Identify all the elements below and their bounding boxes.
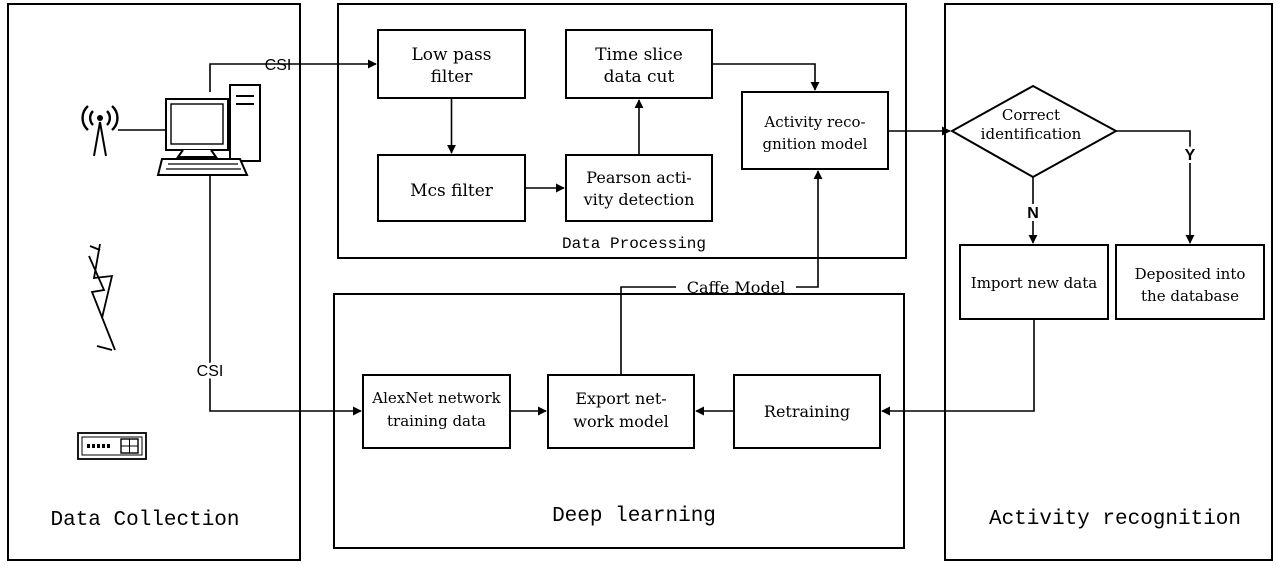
node-time-slice-data-cut: Time slice data cut: [565, 29, 713, 99]
svg-text:Activity reco-: Activity reco-: [763, 113, 865, 131]
panel-title-data-collection: Data Collection: [50, 509, 239, 532]
node-retraining: Retraining: [733, 374, 881, 449]
svg-text:Pearson acti-: Pearson acti-: [586, 168, 691, 187]
panel-data-collection: [7, 3, 301, 561]
panel-activity-recognition: [944, 3, 1273, 561]
panel-title-deep-learning: Deep learning: [552, 505, 716, 528]
panel-deep-learning: [333, 293, 905, 549]
svg-text:Correct: Correct: [1002, 106, 1060, 124]
svg-text:filter: filter: [431, 67, 474, 87]
svg-text:Time slice: Time slice: [595, 45, 683, 65]
svg-text:vity detection: vity detection: [583, 190, 695, 209]
svg-text:Low pass: Low pass: [412, 45, 492, 65]
node-deposited-into-database: Deposited into the database: [1115, 244, 1265, 320]
svg-text:Deposited into: Deposited into: [1135, 265, 1246, 283]
node-alexnet-training-data: AlexNet network training data: [362, 374, 511, 449]
node-activity-recognition-model: Activity reco- gnition model: [741, 91, 889, 170]
svg-text:the database: the database: [1141, 287, 1239, 305]
svg-text:gnition model: gnition model: [763, 135, 868, 153]
edge-label-caffe-model: Caffe Model: [687, 278, 786, 297]
panel-title-activity-recognition: Activity recognition: [989, 508, 1241, 531]
edge-label-no: N: [1027, 205, 1039, 222]
svg-text:Retraining: Retraining: [764, 402, 850, 421]
edge-import-to-retraining: [881, 319, 1035, 416]
node-low-pass-filter: Low pass filter: [377, 29, 526, 99]
svg-text:Export net-: Export net-: [575, 389, 666, 408]
node-correct-identification: Correct identification: [949, 84, 1119, 179]
lightning-icon: [88, 243, 116, 351]
svg-text:data cut: data cut: [604, 67, 675, 87]
edge-label-yes: Y: [1185, 147, 1196, 164]
edge-label-csi-top: CSI: [265, 57, 292, 74]
svg-text:training data: training data: [387, 412, 486, 430]
node-pearson-activity-detection: Pearson acti- vity detection: [565, 154, 713, 222]
svg-text:work model: work model: [573, 412, 668, 431]
node-export-network-model: Export net- work model: [547, 374, 695, 449]
svg-text:AlexNet network: AlexNet network: [371, 389, 501, 407]
computer-icon: [156, 84, 261, 176]
edge-computer-to-low-pass: [209, 59, 377, 92]
antenna-icon: [81, 105, 119, 157]
svg-text:Import new data: Import new data: [971, 274, 1097, 292]
edge-caffe-model-to-activity-model: [796, 170, 823, 288]
svg-text:Mcs filter: Mcs filter: [410, 181, 494, 201]
edge-computer-to-alexnet: [209, 176, 362, 416]
edge-label-csi-bottom: CSI: [197, 363, 224, 380]
edge-export-to-caffe-model: [620, 286, 676, 375]
edge-time-slice-to-activity-model: [712, 63, 820, 91]
router-icon: [77, 432, 147, 460]
node-mcs-filter: Mcs filter: [377, 154, 526, 222]
panel-title-data-processing: Data Processing: [562, 235, 706, 253]
svg-text:identification: identification: [981, 125, 1082, 143]
edge-decision-yes-to-deposited: [1116, 130, 1195, 244]
node-import-new-data: Import new data: [959, 244, 1109, 320]
